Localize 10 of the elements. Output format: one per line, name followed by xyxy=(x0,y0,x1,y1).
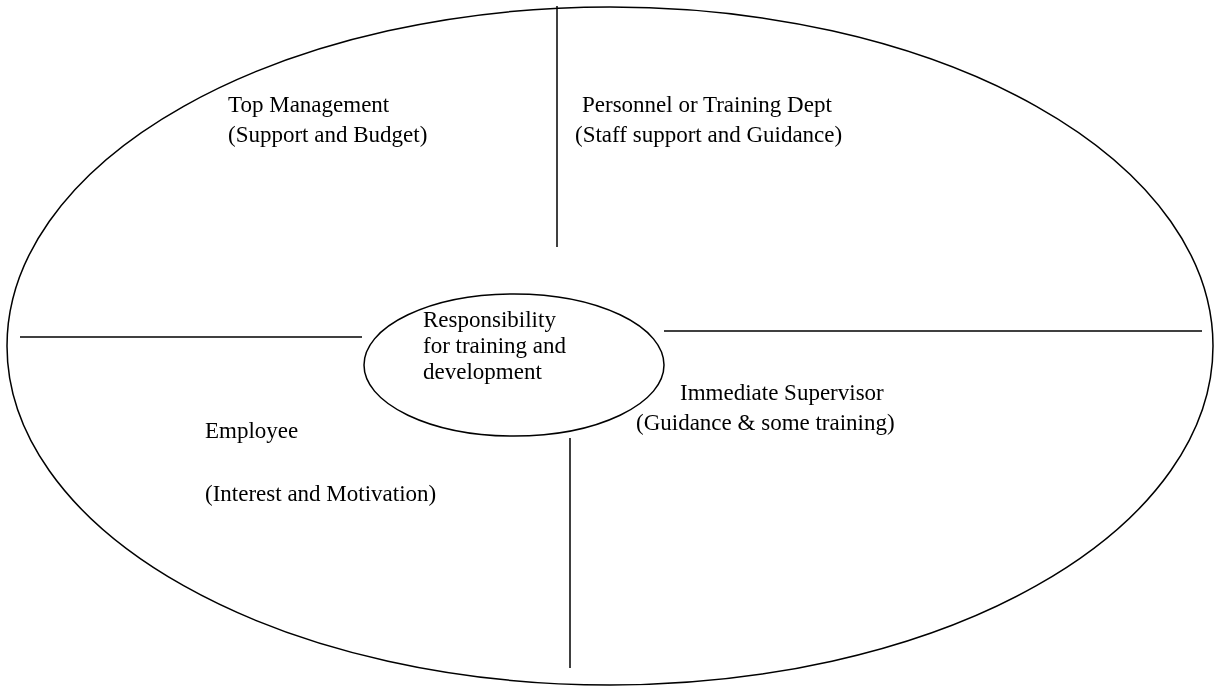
center-label: Responsibility for training and development xyxy=(423,307,568,385)
role-title: Personnel or Training Dept xyxy=(582,92,832,118)
outer-ellipse xyxy=(6,6,1214,686)
role-description: (Guidance & some training) xyxy=(636,410,895,436)
role-title: Top Management xyxy=(228,92,390,118)
role-description: (Staff support and Guidance) xyxy=(575,122,843,148)
role-description: (Interest and Motivation) xyxy=(205,481,437,507)
role-title: Immediate Supervisor xyxy=(680,380,884,406)
role-description: (Support and Budget) xyxy=(228,122,428,148)
role-title: Employee xyxy=(205,418,299,444)
